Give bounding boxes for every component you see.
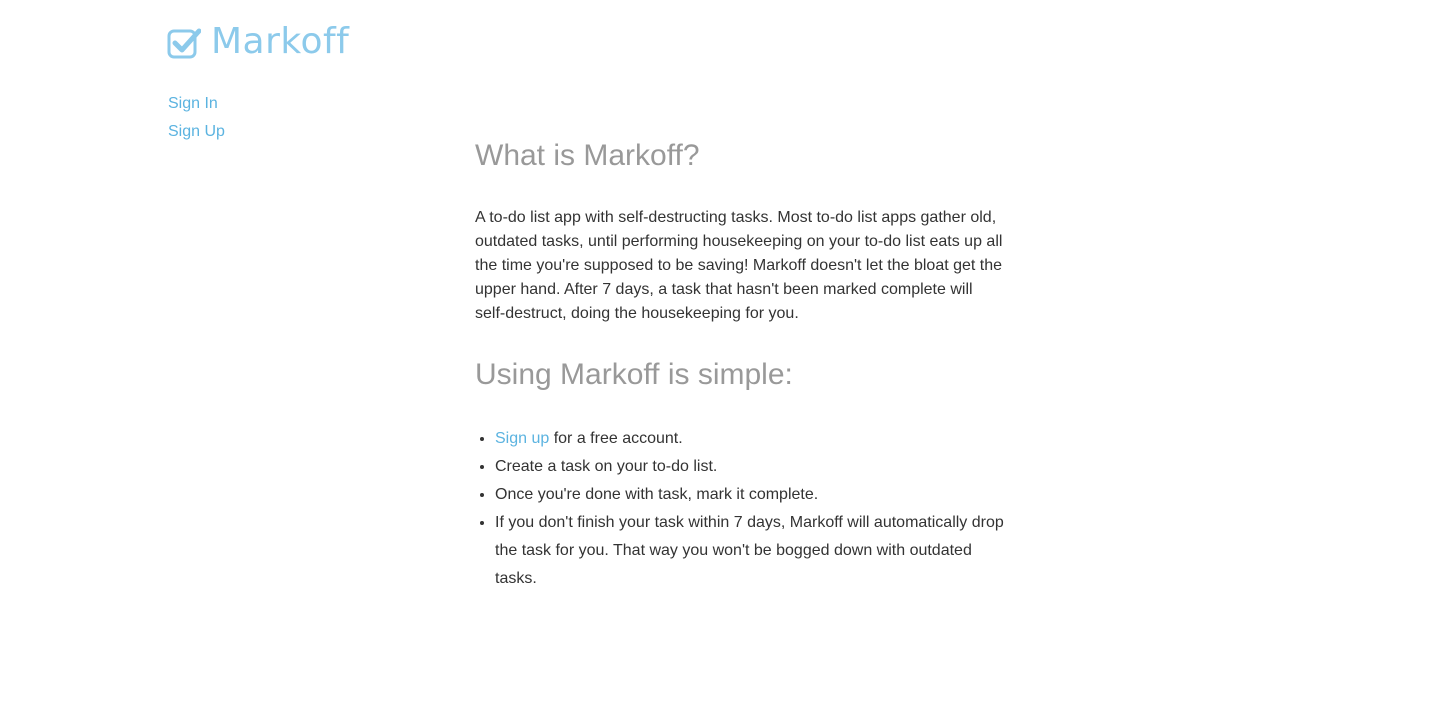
list-item: Once you're done with task, mark it comp… <box>495 481 1005 509</box>
about-heading: What is Markoff? <box>475 139 700 172</box>
checkbox-check-icon <box>167 25 201 59</box>
step-text: for a free account. <box>549 430 683 447</box>
brand-name: Markoff <box>211 21 350 62</box>
list-item: Create a task on your to-do list. <box>495 453 1005 481</box>
about-paragraph: A to-do list app with self-destructing t… <box>475 209 1003 322</box>
side-nav-item-sign-up: Sign Up <box>168 122 225 150</box>
usage-steps-list: Sign up for a free account. Create a tas… <box>475 425 1005 593</box>
sign-up-link[interactable]: Sign Up <box>168 123 225 140</box>
list-item: Sign up for a free account. <box>495 425 1005 453</box>
side-nav-item-sign-in: Sign In <box>168 94 225 122</box>
sign-in-link[interactable]: Sign In <box>168 95 218 112</box>
sign-up-inline-link[interactable]: Sign up <box>495 430 550 447</box>
main-content: What is Markoff? A to-do list app with s… <box>475 137 1005 593</box>
list-item: If you don't finish your task within 7 d… <box>495 509 1005 593</box>
side-nav: Sign In Sign Up <box>168 94 225 150</box>
brand-logo-link[interactable]: Markoff <box>167 22 349 62</box>
usage-heading: Using Markoff is simple: <box>475 358 793 391</box>
